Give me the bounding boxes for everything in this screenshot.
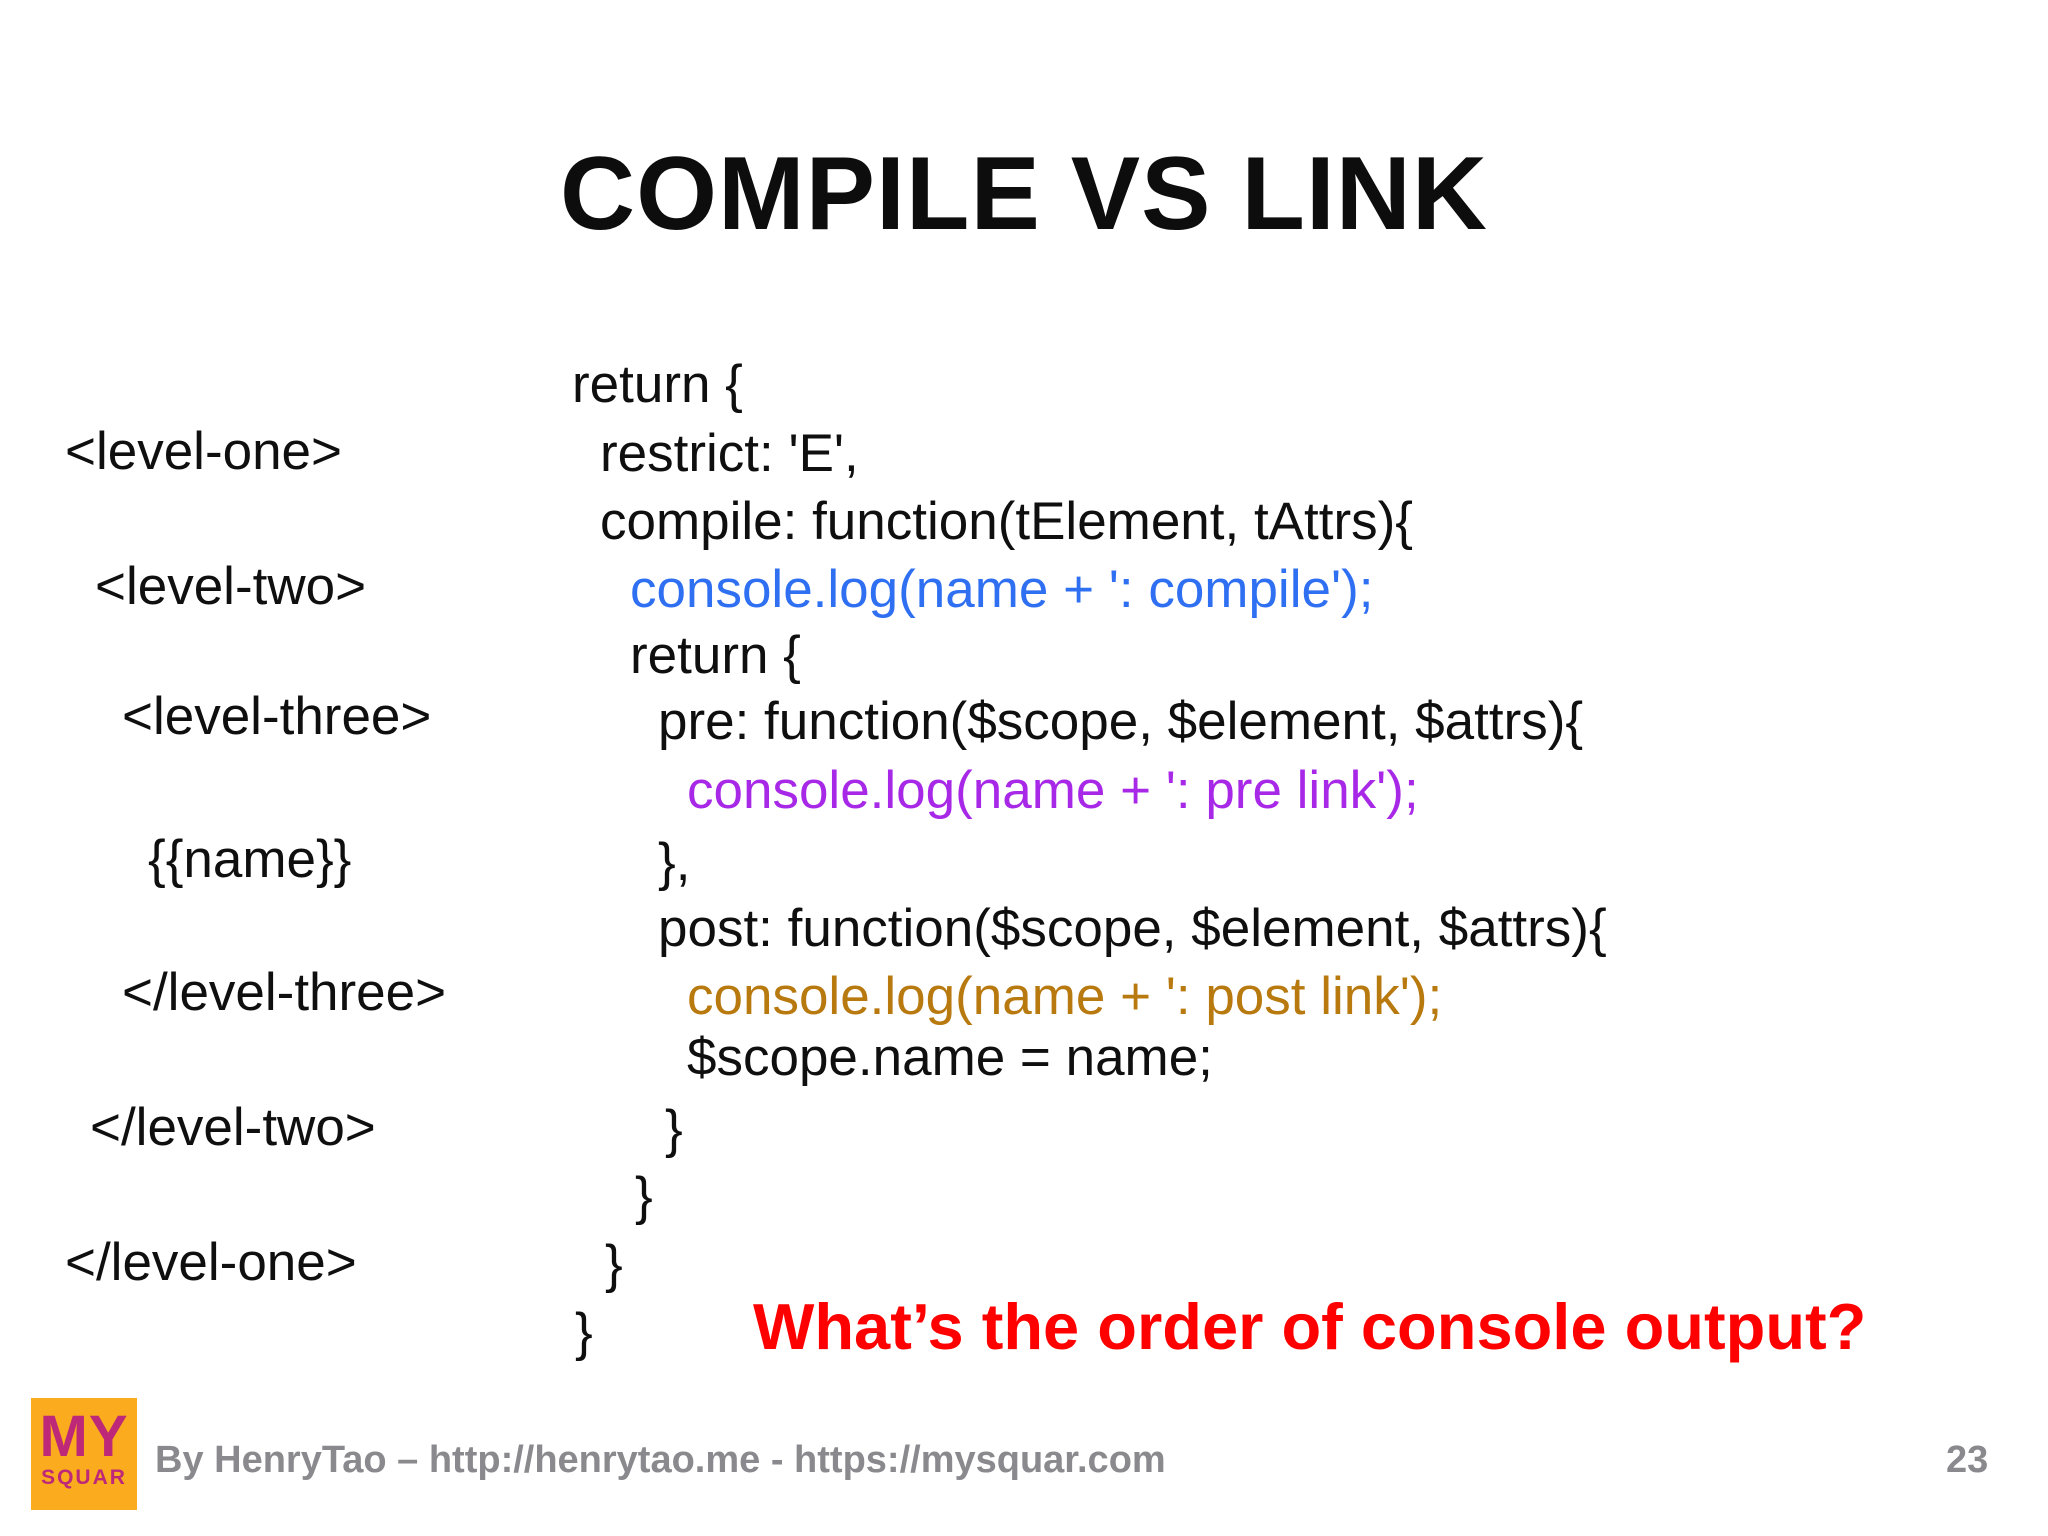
code-line: return {: [572, 355, 743, 414]
page-number: 23: [1946, 1439, 1989, 1481]
slide-title: COMPILE VS LINK: [560, 136, 1488, 252]
code-line: }: [635, 1167, 653, 1226]
markup-line: </level-three>: [122, 963, 447, 1022]
markup-line: </level-two>: [90, 1098, 376, 1157]
code-line: console.log(name + ': pre link');: [687, 761, 1419, 820]
code-line: return {: [630, 626, 801, 685]
code-line: }: [575, 1303, 593, 1362]
logo-text-my: MY: [39, 1404, 129, 1469]
markup-line: <level-two>: [95, 557, 367, 616]
markup-line: <level-three>: [122, 687, 432, 746]
code-line: }: [605, 1235, 623, 1294]
markup-line: <level-one>: [65, 422, 342, 481]
markup-line: {{name}}: [148, 830, 352, 889]
code-line: $scope.name = name;: [687, 1028, 1213, 1087]
mysquar-logo: MY SQUAR: [31, 1398, 137, 1510]
code-line: },: [658, 833, 691, 892]
code-line: console.log(name + ': compile');: [630, 560, 1374, 619]
logo-text-squar: SQUAR: [41, 1466, 127, 1489]
question-text: What’s the order of console output?: [753, 1290, 1867, 1363]
markup-line: </level-one>: [65, 1233, 357, 1292]
code-line: post: function($scope, $element, $attrs)…: [658, 899, 1607, 958]
code-line: pre: function($scope, $element, $attrs){: [658, 692, 1584, 751]
footer-credit: By HenryTao – http://henrytao.me - https…: [155, 1439, 1166, 1481]
code-line: compile: function(tElement, tAttrs){: [600, 492, 1413, 551]
code-line: console.log(name + ': post link');: [687, 967, 1443, 1026]
code-line: }: [665, 1100, 683, 1159]
code-line: restrict: 'E',: [600, 424, 859, 483]
